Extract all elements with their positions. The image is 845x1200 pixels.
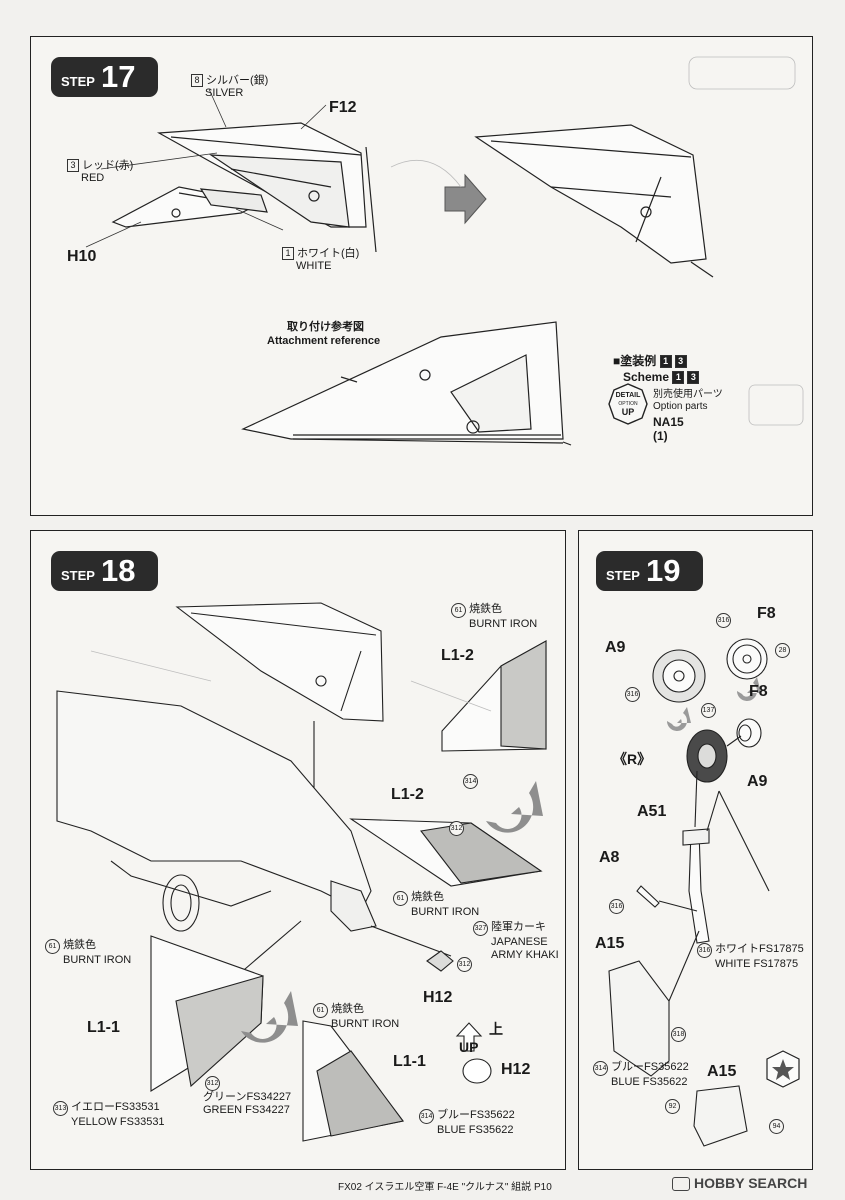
step-word: STEP (606, 567, 640, 583)
blue-callout: 314 ブルーFS35622 BLUE FS35622 (419, 1109, 515, 1136)
step-number: 17 (100, 59, 136, 94)
part-f8-top: F8 (757, 605, 776, 622)
attachment-reference-drawing (241, 321, 572, 446)
part-a51: A51 (637, 803, 667, 820)
part-a9-top: A9 (605, 639, 626, 656)
up-en: UP (459, 1039, 479, 1055)
yellow-callout: 313 イエローFS33531 YELLOW FS33531 (53, 1101, 165, 1128)
step18-drawing (56, 602, 547, 1142)
step-number: 19 (645, 553, 681, 588)
burnt-iron-callout-top: 61 焼鉄色 BURNT IRON (451, 603, 537, 631)
rotate-arrow-icon (241, 781, 543, 1043)
code-316-a9: 316 (625, 687, 640, 702)
step-number: 18 (100, 553, 136, 588)
khaki-callout: 327 陸軍カーキ JAPANESE ARMY KHAKI (473, 921, 559, 961)
code-312-h12: 312 (457, 957, 472, 972)
step18-panel: STEP 18 (30, 530, 566, 1170)
attachment-reference-en: Attachment reference (267, 335, 381, 347)
part-h12-bottom: H12 (501, 1061, 531, 1078)
code-314-top: 314 (463, 774, 478, 789)
step19-badge: STEP 19 (596, 551, 703, 591)
step18-badge: STEP 18 (51, 551, 158, 591)
code-92: 92 (665, 1099, 680, 1114)
attachment-reference-jp: 取り付け参考図 (287, 321, 364, 333)
stabilizer-assembled (474, 124, 714, 278)
burnt-iron-callout-right: 61 焼鉄色 BURNT IRON (313, 1003, 399, 1031)
part-f8-mid: F8 (749, 683, 768, 700)
part-l1-2-top: L1-2 (441, 647, 474, 664)
part-l1-1-right: L1-1 (393, 1053, 426, 1070)
landing-gear-drawing (608, 638, 770, 1147)
code-316-a8: 316 (609, 899, 624, 914)
part-l1-2-mid: L1-2 (391, 786, 424, 803)
watermark: HOBBY SEARCH (672, 1175, 807, 1192)
white-fs-callout: 316 ホワイトFS17875 WHITE FS17875 (697, 943, 804, 970)
stabilizer-exploded (111, 122, 377, 253)
hobbysearch-logo-icon (672, 1177, 690, 1192)
option-parts-label: 別売使用パーツ Option parts (653, 389, 723, 412)
part-f12-label: F12 (329, 99, 357, 116)
part-l1-1-left: L1-1 (87, 1019, 120, 1036)
up-jp: 上 (489, 1021, 503, 1037)
step17-panel: STEP 17 (30, 36, 813, 516)
r-marker: 《R》 (613, 751, 652, 767)
part-a9-bottom: A9 (747, 773, 768, 790)
step17-drawing (85, 56, 804, 446)
step-word: STEP (61, 73, 95, 89)
aircraft-tail-drawing (56, 602, 547, 1142)
code-137: 137 (701, 703, 716, 718)
code-312-mid: 312 (449, 821, 464, 836)
step19-panel: STEP 19 (578, 530, 813, 1170)
star-icon (772, 1059, 794, 1080)
step-word: STEP (61, 567, 95, 583)
burnt-iron-callout-mid: 61 焼鉄色 BURNT IRON (393, 891, 479, 919)
rotate-arrow-icon (667, 677, 761, 731)
burnt-iron-callout-left: 61 焼鉄色 BURNT IRON (45, 939, 131, 967)
step19-drawing (608, 638, 800, 1147)
leader-lines (85, 88, 327, 248)
code-318: 318 (671, 1027, 686, 1042)
green-callout: グリーンFS34227 GREEN FS34227 (203, 1091, 292, 1116)
part-a8: A8 (599, 849, 620, 866)
blue-fs-callout: 314 ブルーFS35622 BLUE FS35622 (593, 1061, 689, 1088)
part-h10-label: H10 (67, 248, 97, 265)
background-ghost (90, 650, 492, 712)
next-arrow-icon (444, 173, 487, 225)
step17-badge: STEP 17 (51, 57, 158, 97)
detail-up-badge-icon (608, 383, 648, 425)
page-footer: FX02 イスラエル空軍 F-4E "クルナス" 組説 P10 (338, 1182, 552, 1193)
code-94: 94 (769, 1119, 784, 1134)
option-part-number: NA15 (1) (653, 415, 684, 443)
detail-badge-text: DETAIL OPTION UP (615, 392, 641, 417)
part-h12-top: H12 (423, 989, 453, 1006)
code-312-left: 312 (205, 1076, 220, 1091)
code-28: 28 (775, 643, 790, 658)
part-a15-bottom: A15 (707, 1063, 737, 1080)
part-a15-top: A15 (595, 935, 625, 952)
code-316-f8: 316 (716, 613, 731, 628)
background-ghost (390, 56, 804, 426)
